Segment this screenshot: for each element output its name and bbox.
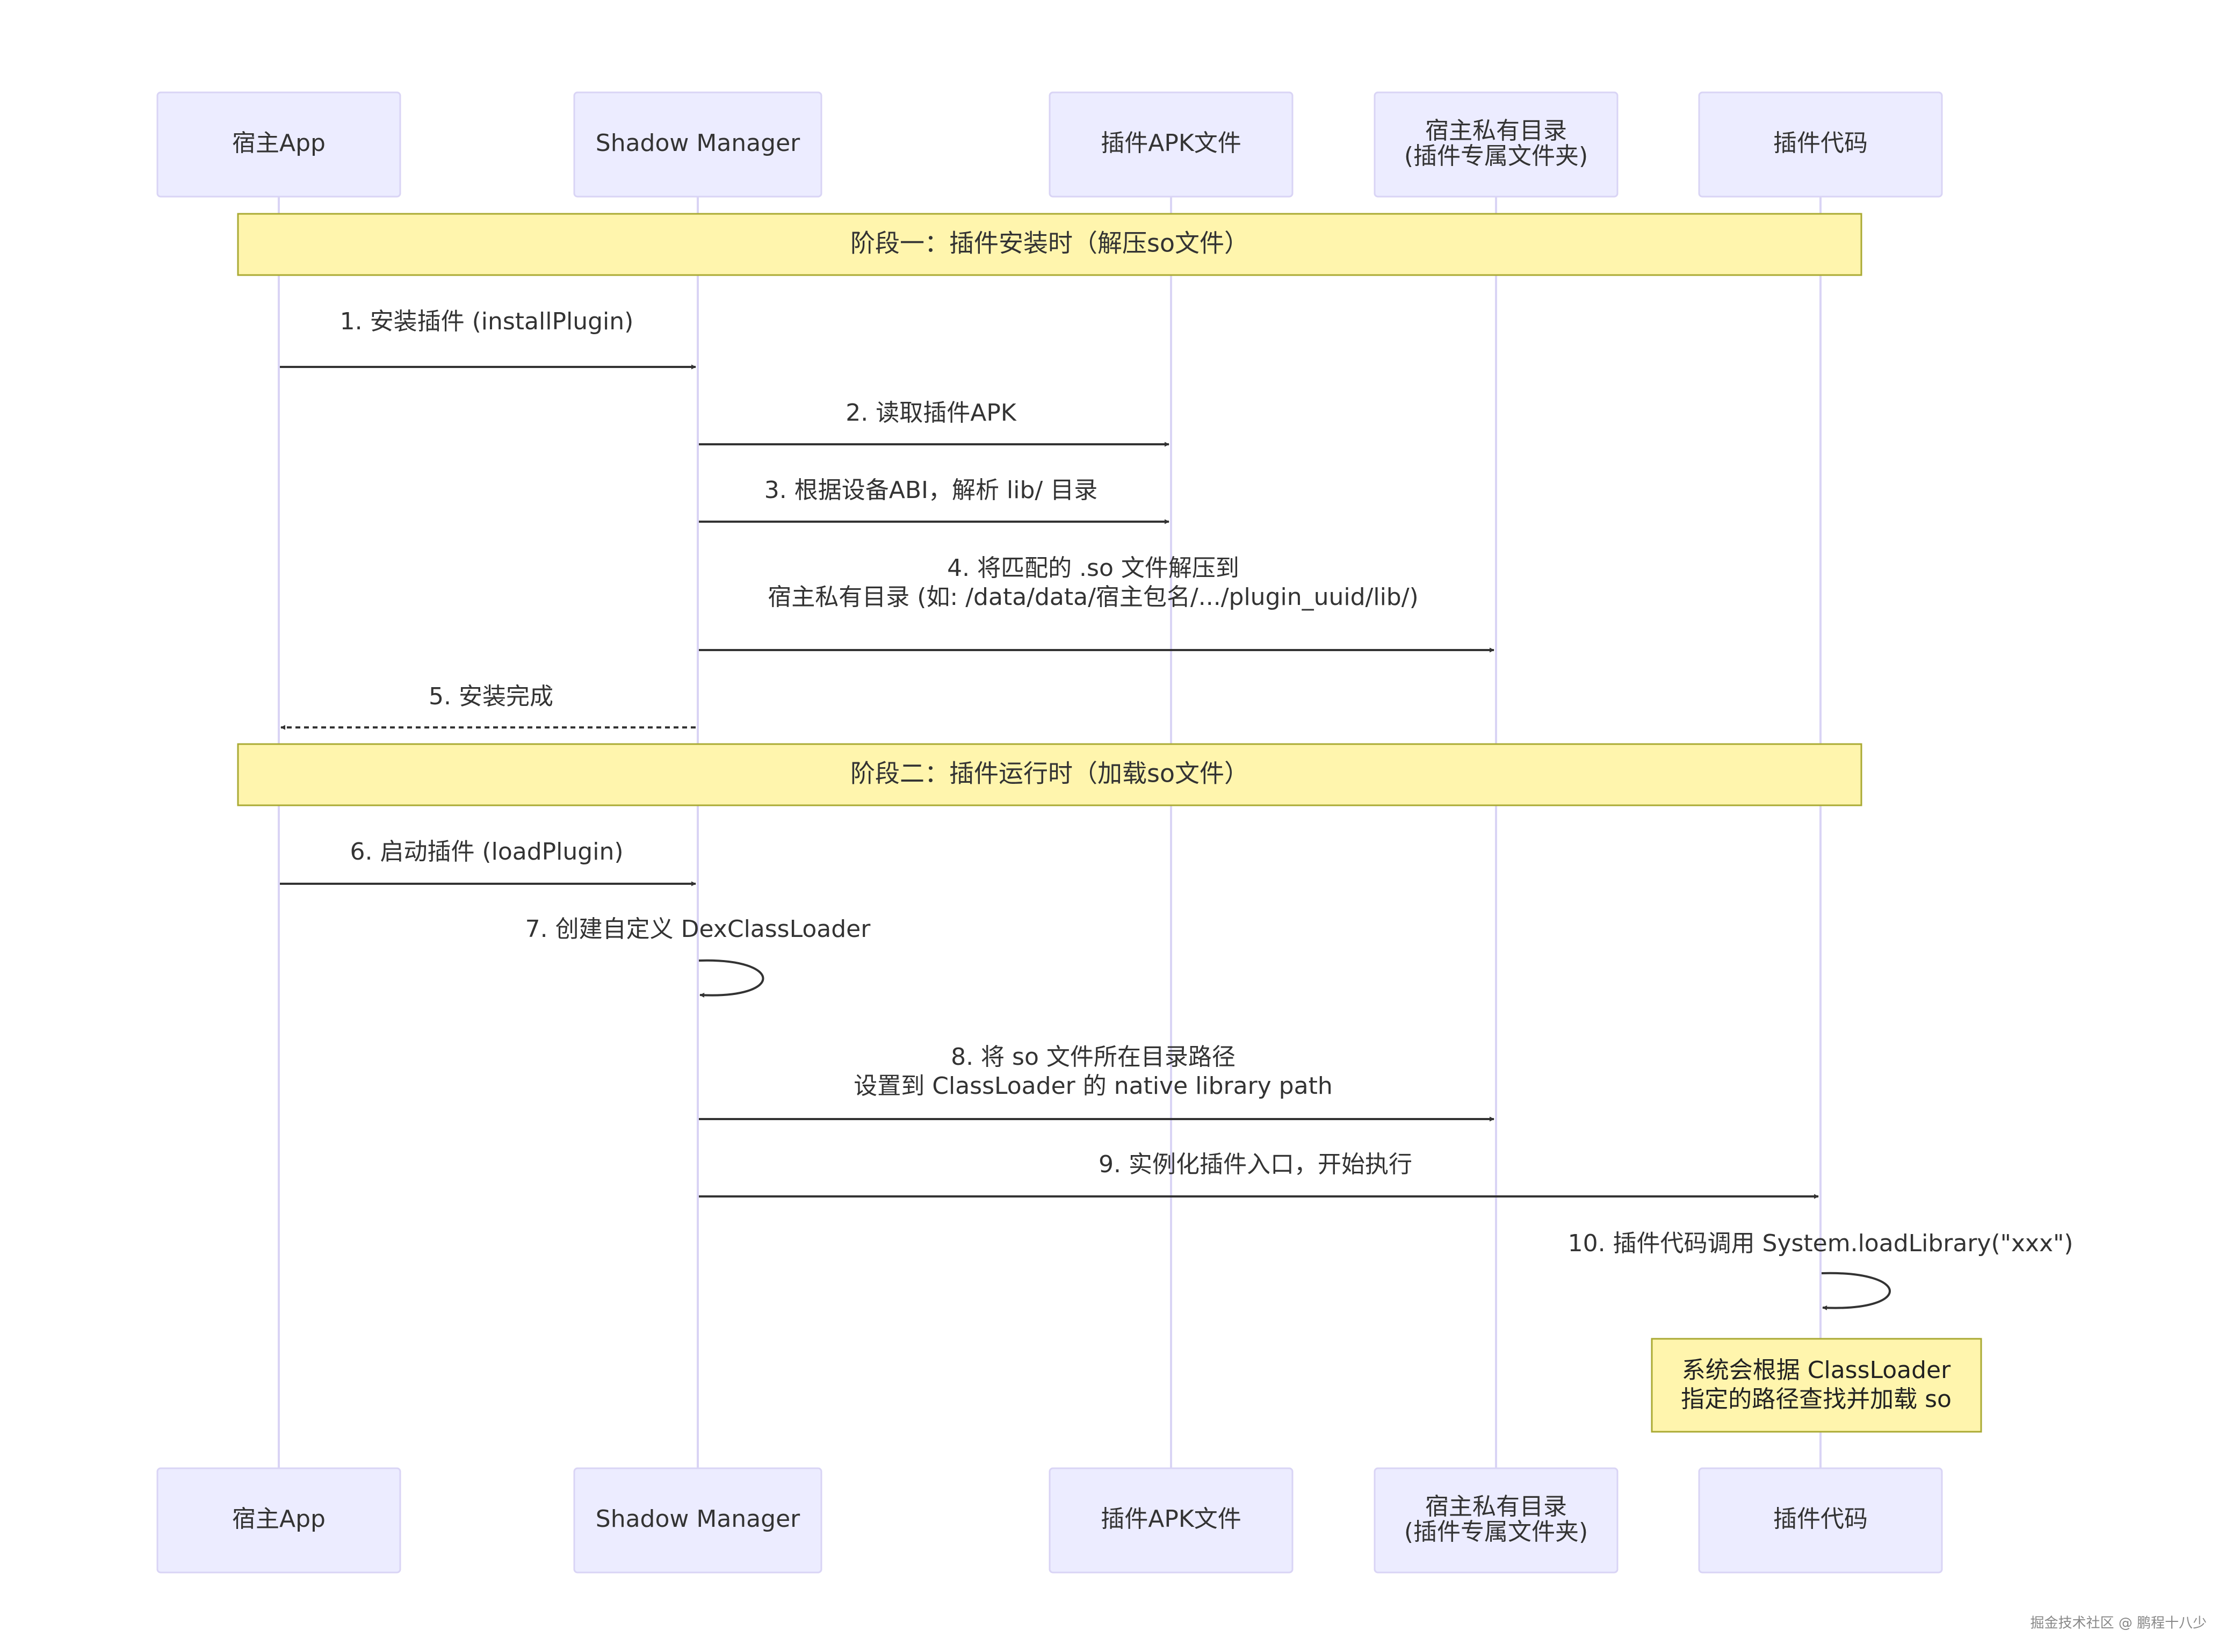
message-label: 1. 安装插件 (installPlugin) [340,308,634,335]
participant-label: Shadow Manager [596,129,800,157]
message-label: 宿主私有目录 (如: /data/data/宿主包名/.../plugin_uu… [768,583,1418,611]
participant-label: 宿主私有目录 [1425,1493,1567,1520]
note-label: 系统会根据 ClassLoader [1682,1357,1951,1384]
message-8: 8. 将 so 文件所在目录路径 设置到 ClassLoader 的 nativ… [699,1043,1494,1122]
participant-bottom-apk: 插件APK文件 [1049,1467,1294,1574]
message-label: 2. 读取插件APK [846,399,1017,427]
participant-label: 插件代码 [1773,1505,1868,1533]
participant-label: (插件专属文件夹) [1404,142,1588,170]
participant-bottom-code: 插件代码 [1698,1467,1943,1574]
participant-bottom-manager: Shadow Manager [573,1467,822,1574]
note-label: 指定的路径查找并加载 so [1681,1386,1952,1413]
footer-watermark: 掘金技术社区 @ 鹏程十八少 [2030,1615,2207,1632]
participant-top-apk: 插件APK文件 [1049,91,1294,198]
participant-label: 插件APK文件 [1101,1505,1241,1533]
message-label: 3. 根据设备ABI，解析 lib/ 目录 [764,477,1097,504]
message-label: 4. 将匹配的 .so 文件解压到 [947,554,1239,582]
message-label: 8. 将 so 文件所在目录路径 [951,1043,1236,1071]
message-label: 5. 安装完成 [429,683,553,710]
message-9: 9. 实例化插件入口，开始执行 [699,1151,1819,1199]
message-3: 3. 根据设备ABI，解析 lib/ 目录 [699,477,1169,524]
participant-label: 宿主App [232,129,326,157]
message-label: 7. 创建自定义 DexClassLoader [525,915,871,943]
participant-label: 宿主私有目录 [1425,117,1567,145]
message-self-arrow [698,959,764,998]
message-5: 5. 安装完成 [280,683,696,730]
participant-label: (插件专属文件夹) [1404,1518,1588,1546]
message-1: 1. 安装插件 (installPlugin) [280,308,696,370]
phase-install-label: 阶段一：插件安装时（解压so文件） [850,229,1249,258]
participant-label: Shadow Manager [596,1505,800,1533]
participant-label: 插件APK文件 [1101,129,1241,157]
participant-bottom-private: 宿主私有目录 (插件专属文件夹) [1374,1467,1619,1574]
message-10: 10. 插件代码调用 System.loadLibrary("xxx") [1568,1230,2074,1310]
phase-run-banner: 阶段二：插件运行时（加载so文件） [237,743,1862,806]
phase-install-banner: 阶段一：插件安装时（解压so文件） [237,213,1862,276]
message-self-arrow [1821,1272,1891,1310]
participant-top-code: 插件代码 [1698,91,1943,198]
participant-top-host: 宿主App [156,91,401,198]
message-4: 4. 将匹配的 .so 文件解压到 宿主私有目录 (如: /data/data/… [699,554,1494,653]
participant-label: 插件代码 [1773,129,1868,157]
phase-run-label: 阶段二：插件运行时（加载so文件） [850,759,1249,788]
participant-top-private: 宿主私有目录 (插件专属文件夹) [1374,91,1619,198]
message-2: 2. 读取插件APK [699,399,1169,447]
message-6: 6. 启动插件 (loadPlugin) [280,838,696,886]
participant-top-manager: Shadow Manager [573,91,822,198]
message-label: 设置到 ClassLoader 的 native library path [854,1072,1332,1100]
message-label: 9. 实例化插件入口，开始执行 [1099,1151,1412,1178]
participant-label: 宿主App [232,1505,326,1533]
note-over-plugin-code: 系统会根据 ClassLoader 指定的路径查找并加载 so [1651,1338,1982,1433]
message-label: 6. 启动插件 (loadPlugin) [350,838,623,865]
message-7: 7. 创建自定义 DexClassLoader [525,915,871,998]
participant-bottom-host: 宿主App [156,1467,401,1574]
message-label: 10. 插件代码调用 System.loadLibrary("xxx") [1568,1230,2074,1257]
